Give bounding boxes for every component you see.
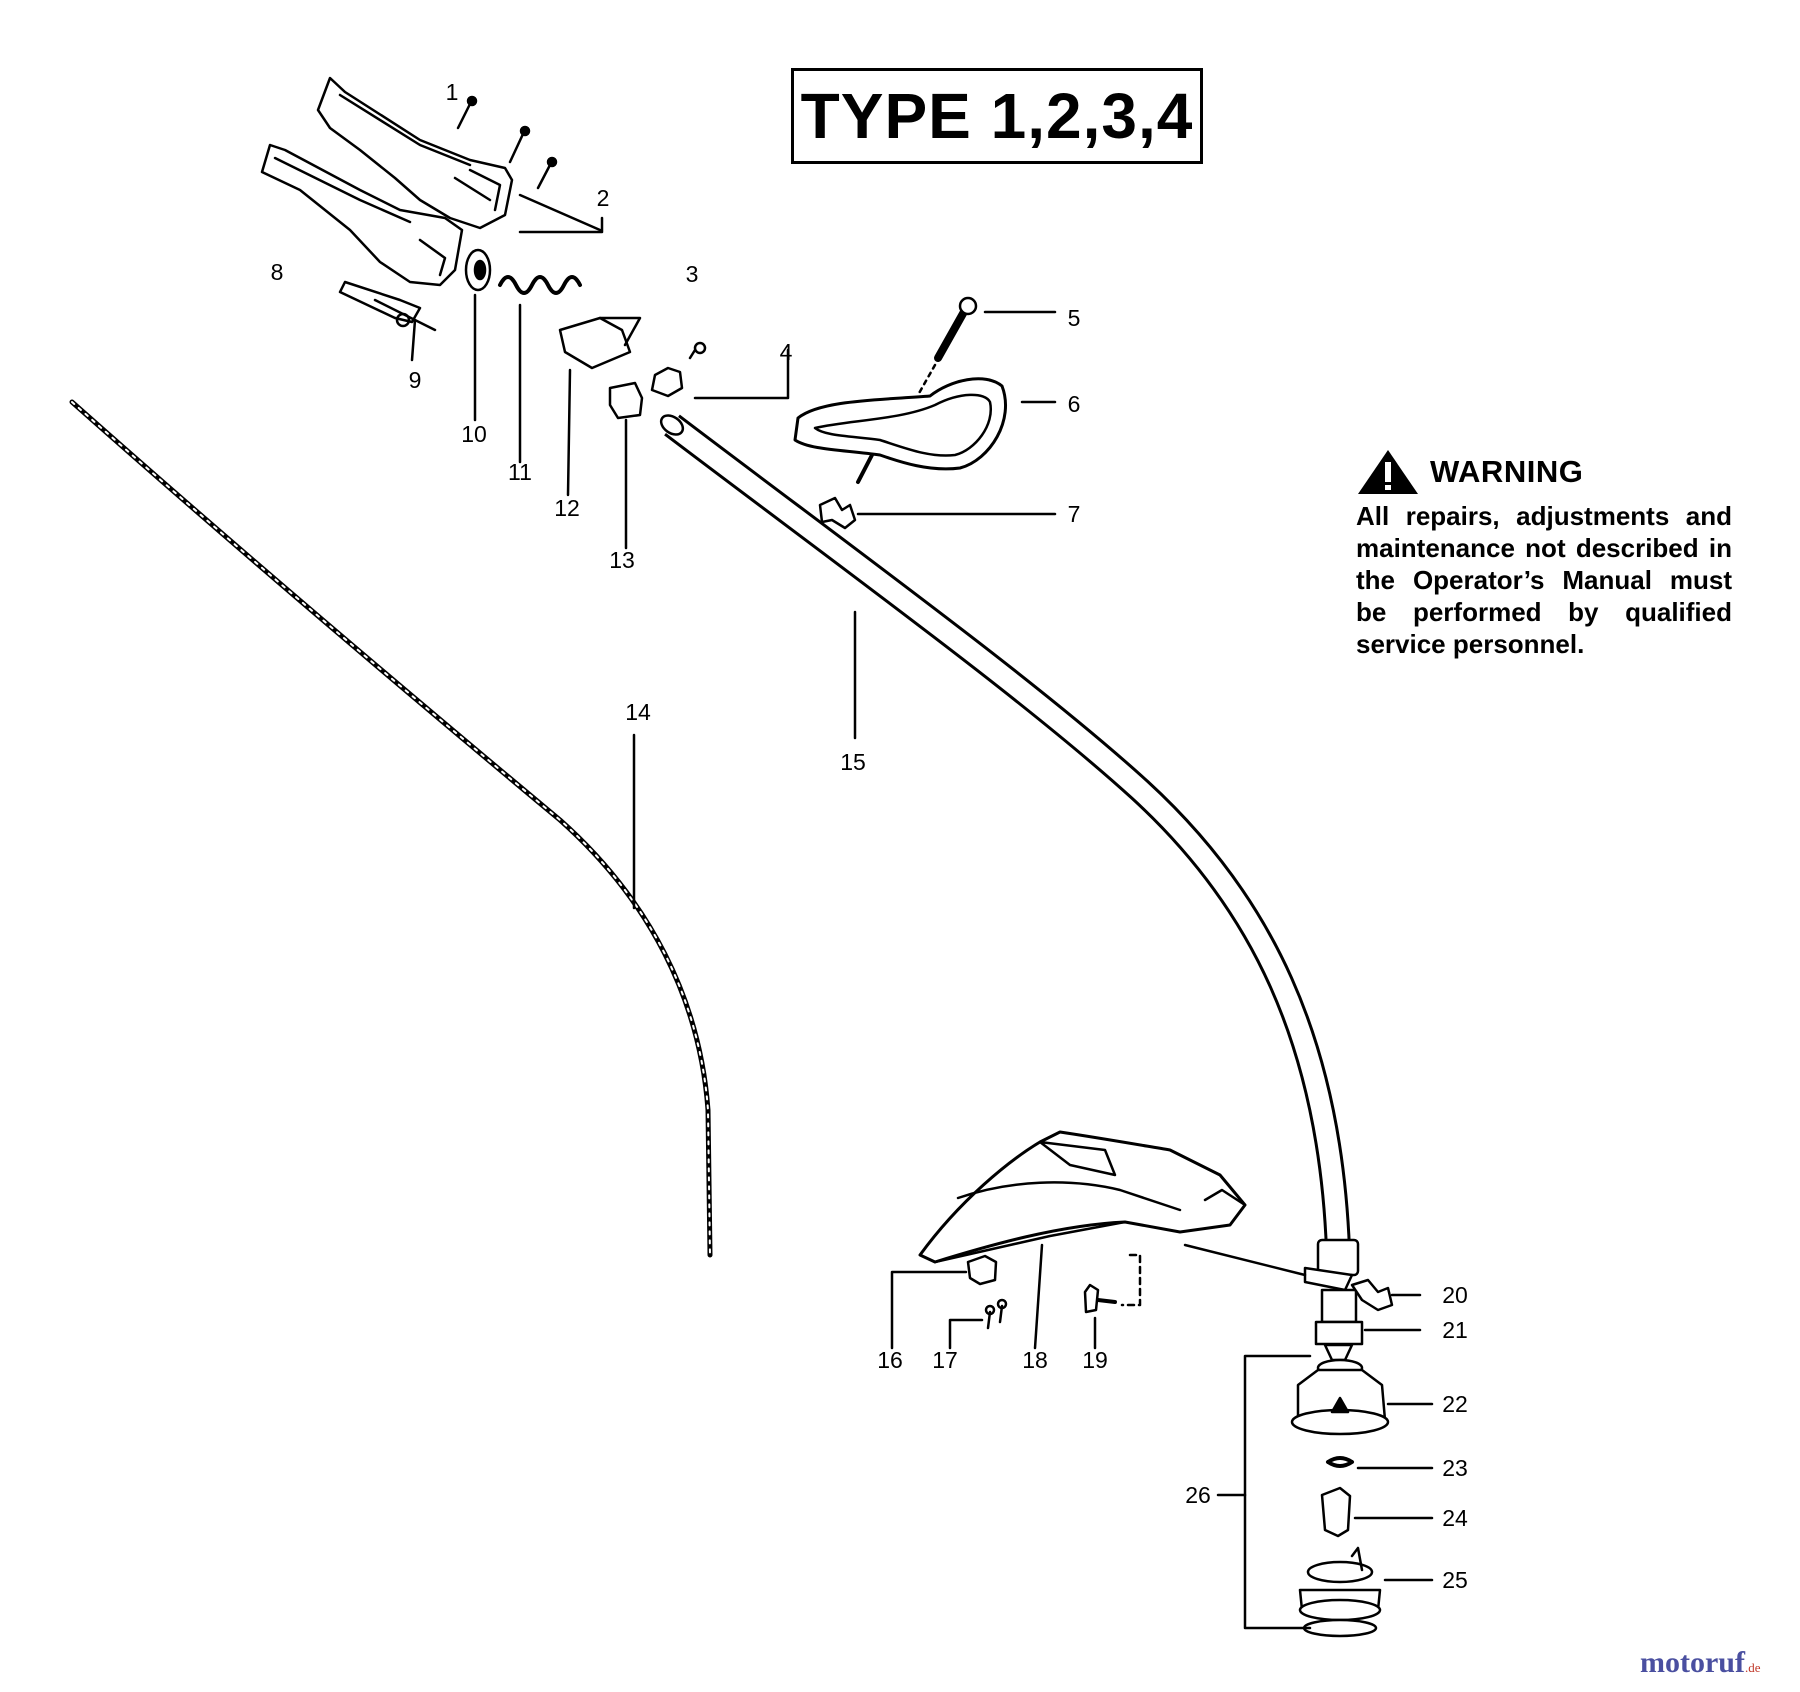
part-assist-handle xyxy=(793,377,1057,484)
part-spool xyxy=(1298,1546,1434,1638)
warning-heading: WARNING xyxy=(1430,454,1584,489)
callout-7: 7 xyxy=(1068,501,1081,527)
callout-15: 15 xyxy=(840,749,866,775)
warning-header: WARNING xyxy=(1356,448,1732,496)
part-tube-clamp xyxy=(1183,1238,1364,1362)
watermark-brand: motoruf xyxy=(1640,1646,1745,1679)
callout-16: 16 xyxy=(877,1347,903,1373)
part-bushing xyxy=(608,381,644,550)
warning-triangle-icon xyxy=(1358,450,1418,494)
callout-10: 10 xyxy=(461,421,487,447)
part-handle-bolt xyxy=(916,296,1057,397)
callout-13: 13 xyxy=(609,547,635,573)
callout-11: 11 xyxy=(508,459,532,485)
callout-12: 12 xyxy=(554,495,580,521)
callout-3: 3 xyxy=(686,261,699,287)
part-drive-shaft xyxy=(69,399,713,1258)
callout-19: 19 xyxy=(1082,1347,1108,1373)
part-spool-clip xyxy=(1320,1486,1434,1538)
leader-line xyxy=(518,193,602,232)
callout-8: 8 xyxy=(271,259,284,285)
callout-26: 26 xyxy=(1185,1482,1211,1508)
callout-4: 4 xyxy=(780,339,793,365)
part-trigger xyxy=(338,280,437,362)
callout-24: 24 xyxy=(1442,1505,1468,1531)
part-shield-bolt xyxy=(1083,1253,1142,1350)
part-spool-spring xyxy=(1326,1456,1434,1470)
callout-9: 9 xyxy=(409,367,422,393)
part-small-screw xyxy=(688,341,707,360)
callout-14: 14 xyxy=(625,699,651,725)
part-clamp xyxy=(650,348,790,400)
part-wing-nut-lower xyxy=(1350,1278,1422,1312)
part-bracket xyxy=(890,1254,998,1350)
callout-labels: 1 2 3 4 5 6 7 8 9 10 11 12 13 14 15 16 1… xyxy=(271,79,1468,1593)
part-outer-tube xyxy=(659,414,1351,1251)
warning-notice: WARNING All repairs, adjustments and mai… xyxy=(1356,448,1732,660)
part-shield xyxy=(918,1130,1247,1350)
callout-25: 25 xyxy=(1442,1567,1468,1593)
part-wing-nut xyxy=(818,496,1057,530)
callout-22: 22 xyxy=(1442,1391,1468,1417)
part-spring xyxy=(498,275,582,464)
leader-line xyxy=(518,216,604,234)
callout-20: 20 xyxy=(1442,1282,1468,1308)
callout-1: 1 xyxy=(446,79,459,105)
part-spool-housing xyxy=(1290,1358,1434,1436)
callout-23: 23 xyxy=(1442,1455,1468,1481)
callout-2: 2 xyxy=(597,185,610,211)
callout-6: 6 xyxy=(1068,391,1081,417)
callout-17: 17 xyxy=(932,1347,958,1373)
part-sleeve xyxy=(558,316,642,497)
watermark: motoruf.de xyxy=(1640,1646,1761,1680)
part-lower-handle xyxy=(260,143,464,287)
type-title-box: TYPE 1,2,3,4 xyxy=(791,68,1203,164)
callout-18: 18 xyxy=(1022,1347,1048,1373)
watermark-suffix: .de xyxy=(1744,1660,1761,1675)
part-26-bracket xyxy=(1216,1354,1312,1630)
callout-5: 5 xyxy=(1068,305,1081,331)
part-washer xyxy=(464,248,492,422)
part-upper-handle xyxy=(316,76,514,230)
warning-body: All repairs, adjustments and maintenance… xyxy=(1356,501,1732,659)
part-screws xyxy=(456,95,558,190)
part-shield-screws xyxy=(948,1298,1008,1350)
callout-21: 21 xyxy=(1442,1317,1468,1343)
type-title: TYPE 1,2,3,4 xyxy=(800,80,1194,152)
